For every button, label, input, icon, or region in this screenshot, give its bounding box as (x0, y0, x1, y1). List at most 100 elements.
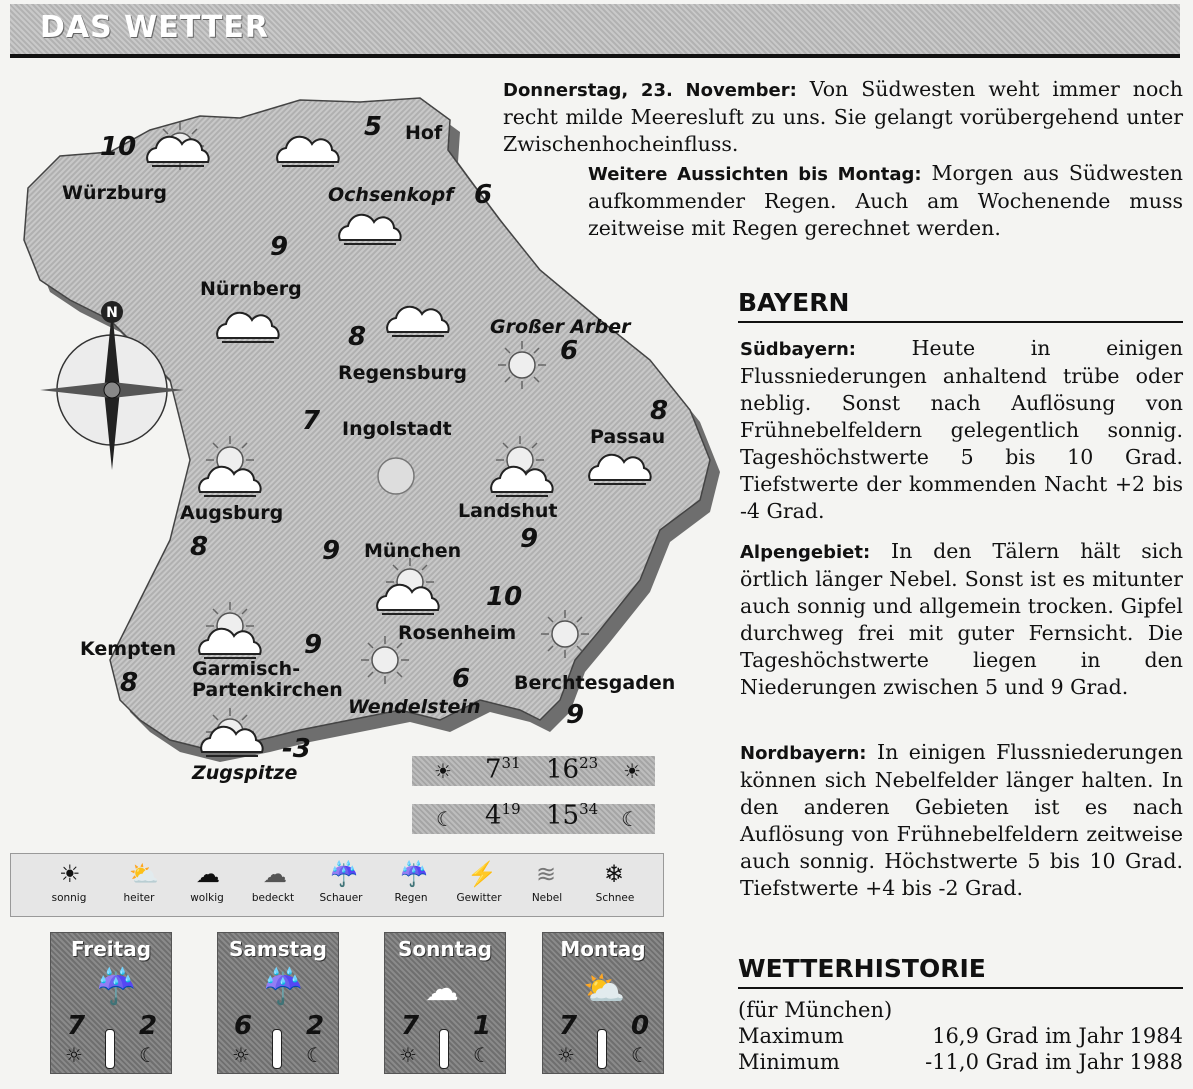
moon-icon: ☾ (306, 1043, 324, 1067)
sunrise-time: 731 (485, 754, 521, 785)
city-muenchen: München (364, 540, 462, 562)
header-bar: DAS WETTER (10, 4, 1180, 58)
history-subtitle: (für München) (738, 998, 893, 1022)
city-rosenheim: Rosenheim (398, 622, 517, 644)
thermometer-icon (272, 1029, 282, 1069)
city-ochsenkopf: Ochsenkopf (328, 184, 454, 206)
city-wendelstein: Wendelstein (348, 696, 481, 718)
cloud-icon: ☁ (425, 969, 459, 1009)
sun-times-box: ☀ ☀ (412, 756, 655, 786)
alpen-text: In den Tälern hält sich örtlich länger N… (740, 539, 1183, 699)
day-high: 7 (67, 1011, 86, 1041)
sunset-time: 1623 (546, 754, 599, 785)
day-low: 2 (306, 1011, 325, 1041)
city-zugspitze: Zugspitze (192, 762, 298, 784)
day-name: Sonntag (398, 937, 492, 961)
moonset-icon: ☾ (621, 807, 639, 831)
temp-zugspitze: -3 (282, 734, 311, 764)
moon-icon: ☾ (139, 1043, 157, 1067)
bavaria-map-shape: N (23, 97, 720, 762)
legend-sonnig: sonnig (51, 892, 87, 904)
fog-icon: ≋ (536, 860, 557, 888)
temp-garmisch: 9 (304, 630, 323, 660)
forecast-today-label: Donnerstag, 23. November: (503, 80, 797, 101)
day-low: 2 (139, 1011, 158, 1041)
temp-grosser-arber: 6 (560, 336, 579, 366)
legend-schauer: Schauer (319, 892, 363, 904)
sun-icon: ☼ (399, 1043, 417, 1067)
moonrise-icon: ☾ (436, 807, 454, 831)
city-ingolstadt: Ingolstadt (342, 418, 452, 440)
history-max-label: Maximum (738, 1024, 844, 1048)
forecast-outlook-label: Weitere Aussichten bis Montag: (588, 164, 922, 185)
sun-icon: ☼ (65, 1043, 83, 1067)
forecast-outlook: Weitere Aussichten bis Montag: Morgen au… (588, 160, 1183, 242)
city-augsburg: Augsburg (180, 502, 284, 524)
fair-icon: ⛅ (129, 860, 159, 888)
nord-label: Nordbayern: (740, 743, 867, 764)
legend-heiter: heiter (123, 892, 155, 904)
legend-schnee: Schnee (595, 892, 635, 904)
city-passau: Passau (590, 426, 666, 448)
day-name: Freitag (70, 937, 152, 961)
legend-gewitter: Gewitter (456, 892, 502, 904)
rain-icon: ☔ (399, 860, 429, 888)
sunset-icon: ☀ (623, 759, 641, 783)
snow-icon: ❄ (604, 860, 625, 888)
forecast-today: Donnerstag, 23. November: Von Südwesten … (503, 76, 1183, 158)
legend-bedeckt: bedeckt (251, 892, 295, 904)
bayern-sued: Südbayern: Heute in einigen Flussniederu… (740, 335, 1183, 525)
sunrise-icon: ☀ (434, 759, 452, 783)
sun-icon: ☼ (557, 1043, 575, 1067)
day-box-samstag: Samstag ☔ 6 2 ☼ ☾ (217, 932, 339, 1074)
day-box-sonntag: Sonntag ☁ 7 1 ☼ ☾ (384, 932, 506, 1074)
moon-icon: ☾ (473, 1043, 491, 1067)
day-box-freitag: Freitag ☔ 7 2 ☼ ☾ (50, 932, 172, 1074)
temp-hof: 5 (364, 112, 383, 142)
sued-label: Südbayern: (740, 339, 856, 360)
temp-nuernberg: 9 (270, 232, 289, 262)
weather-map: N 10 Würzburg 5 Hof Ochsenkopf 6 9 Nürnb… (0, 60, 735, 850)
forecast-today-text: Von Südwesten weht immer noch recht mild… (503, 77, 1183, 156)
temp-wendelstein: 6 (452, 664, 471, 694)
rain-cloud-icon: ☔ (262, 967, 305, 1007)
legend-regen: Regen (394, 892, 428, 904)
moonrise-time: 419 (485, 800, 521, 831)
city-wuerzburg: Würzburg (62, 182, 168, 204)
day-name: Montag (560, 937, 646, 961)
sunny-icon: ☀ (59, 860, 81, 888)
temp-ochsenkopf: 6 (474, 180, 493, 210)
city-grosser-arber: Großer Arber (490, 316, 631, 338)
day-high: 7 (559, 1011, 578, 1041)
forecast-outlook-text: Morgen aus Südwesten aufkommender Regen.… (588, 161, 1183, 240)
sun-icon: ☼ (232, 1043, 250, 1067)
thermometer-icon (597, 1029, 607, 1069)
history-max-value: 16,9 Grad im Jahr 1984 (932, 1024, 1183, 1048)
temp-rosenheim: 10 (486, 582, 523, 612)
nord-text: In einigen Flussniederungen können sich … (740, 740, 1183, 900)
compass-icon: N (40, 301, 184, 470)
day-name: Samstag (228, 937, 328, 961)
temp-muenchen: 9 (322, 536, 341, 566)
city-regensburg: Regensburg (338, 362, 467, 384)
legend-nebel: Nebel (531, 892, 563, 904)
city-landshut: Landshut (458, 500, 558, 522)
bayern-alpen: Alpengebiet: In den Tälern hält sich ört… (740, 538, 1183, 701)
temp-wuerzburg: 10 (100, 132, 137, 162)
partly-cloudy-icon: ⛅ (583, 969, 626, 1009)
weather-legend: ☀ ⛅ ☁ ☁ ☔ ☔ ⚡ ≋ ❄ sonnig heiter wolkig b… (10, 853, 664, 917)
history-min-value: -11,0 Grad im Jahr 1988 (925, 1050, 1183, 1074)
temp-ingolstadt: 7 (302, 406, 321, 436)
overcast-icon: ☁ (263, 860, 287, 888)
history-min-label: Minimum (738, 1050, 840, 1074)
moon-icon: ☾ (631, 1043, 649, 1067)
history-heading: WETTERHISTORIE (738, 954, 1183, 989)
city-kempten: Kempten (80, 638, 177, 660)
temp-augsburg: 8 (190, 532, 209, 562)
temp-regensburg: 8 (348, 322, 367, 352)
thermometer-icon (439, 1029, 449, 1069)
temp-landshut: 9 (520, 524, 539, 554)
bayern-heading: BAYERN (738, 288, 1183, 323)
moonset-time: 1534 (546, 800, 599, 831)
day-low: 1 (473, 1011, 492, 1041)
